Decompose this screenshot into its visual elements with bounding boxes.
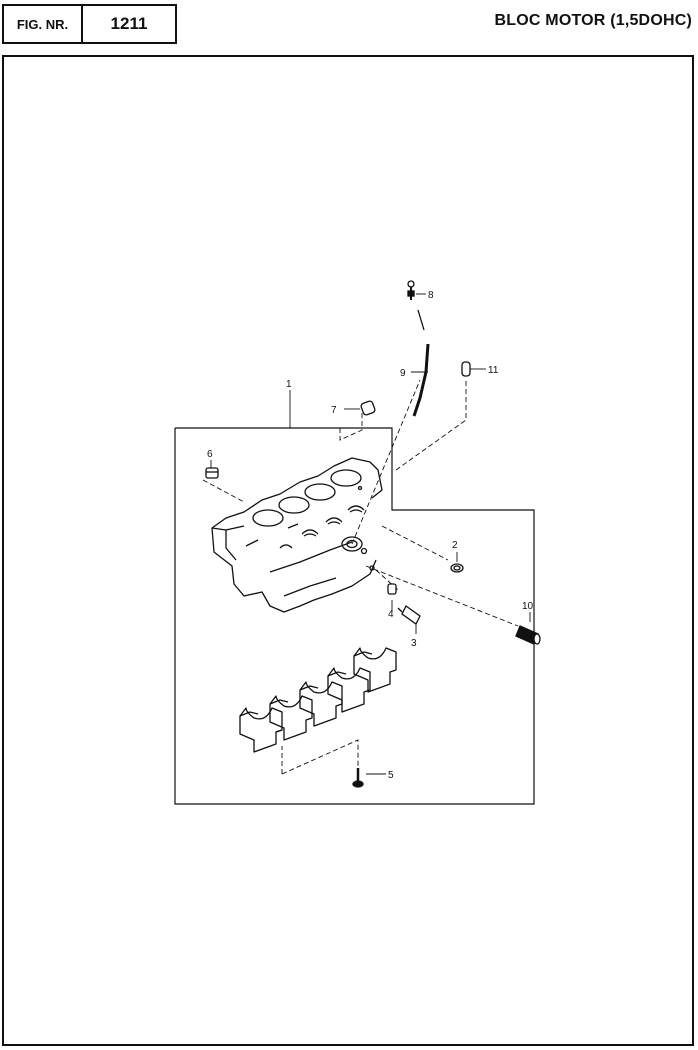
engine-block-drawing [211,457,383,613]
callout-leaders [210,293,531,775]
small-parts [205,280,541,788]
callout-8: 8 [428,290,434,301]
callout-5: 5 [388,770,394,781]
callout-1: 1 [286,379,292,390]
callout-labels: 1 2 3 4 5 6 7 8 9 10 11 [207,290,534,781]
figure-number-value: 1211 [81,4,177,44]
callout-2: 2 [452,540,458,551]
diagram-frame [2,55,694,1046]
callout-11: 11 [488,365,499,376]
callout-4: 4 [388,609,394,620]
page-title: BLOC MOTOR (1,5DOHC) [494,12,692,29]
assembly-outline [174,427,535,805]
main-bearing-caps-drawing [239,647,397,753]
callout-3: 3 [411,638,417,649]
callout-6: 6 [207,449,213,460]
callout-9: 9 [400,368,406,379]
callout-7: 7 [331,405,337,416]
callout-10: 10 [522,601,534,612]
